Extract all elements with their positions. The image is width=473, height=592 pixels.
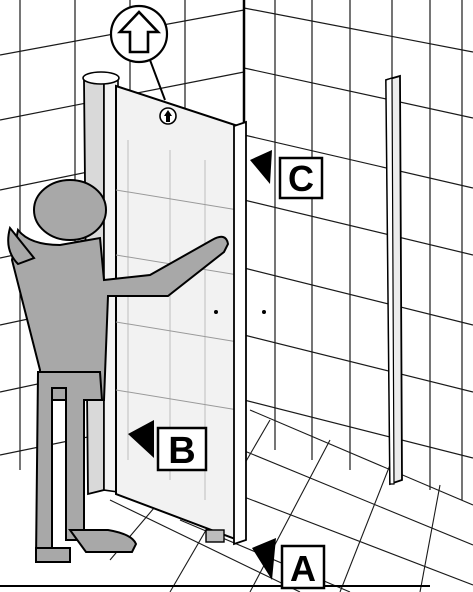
right-wall-profile — [386, 76, 402, 484]
callout-c-label: C — [288, 158, 314, 199]
top-hinge-knob — [160, 108, 176, 124]
door-closing-profile — [234, 122, 246, 544]
up-arrow-icon — [111, 6, 167, 100]
handle-dot — [214, 310, 218, 314]
callout-b-label: B — [168, 430, 195, 472]
callout-a-label: A — [290, 548, 316, 589]
callout-a: A — [252, 538, 324, 589]
bottom-latch — [206, 530, 224, 542]
callout-c: C — [250, 150, 322, 199]
right-wall-tiles — [244, 0, 473, 500]
handle-dot — [262, 310, 266, 314]
